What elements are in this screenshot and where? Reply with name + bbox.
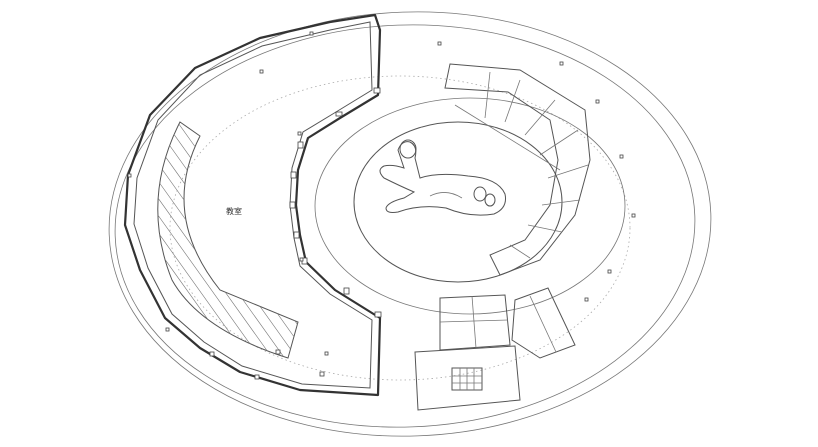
column-markers (127, 31, 636, 380)
inner-shell (114, 24, 696, 428)
stair-grid (451, 367, 483, 391)
outer-shell (108, 11, 712, 437)
lower-right-rooms (414, 287, 576, 411)
classroom-wall-inner (133, 21, 373, 389)
room-label-classroom: 教室 (226, 206, 242, 216)
hand-sculpture (379, 139, 506, 216)
stepped-seating (444, 63, 591, 276)
wall-joint-markers (289, 87, 382, 318)
dotted-ring-outer (169, 75, 631, 381)
courtyard-ring (314, 97, 626, 315)
courtyard (353, 121, 563, 283)
classroom-wall-bold (123, 13, 382, 397)
hatched-ramp-outline (157, 121, 299, 359)
